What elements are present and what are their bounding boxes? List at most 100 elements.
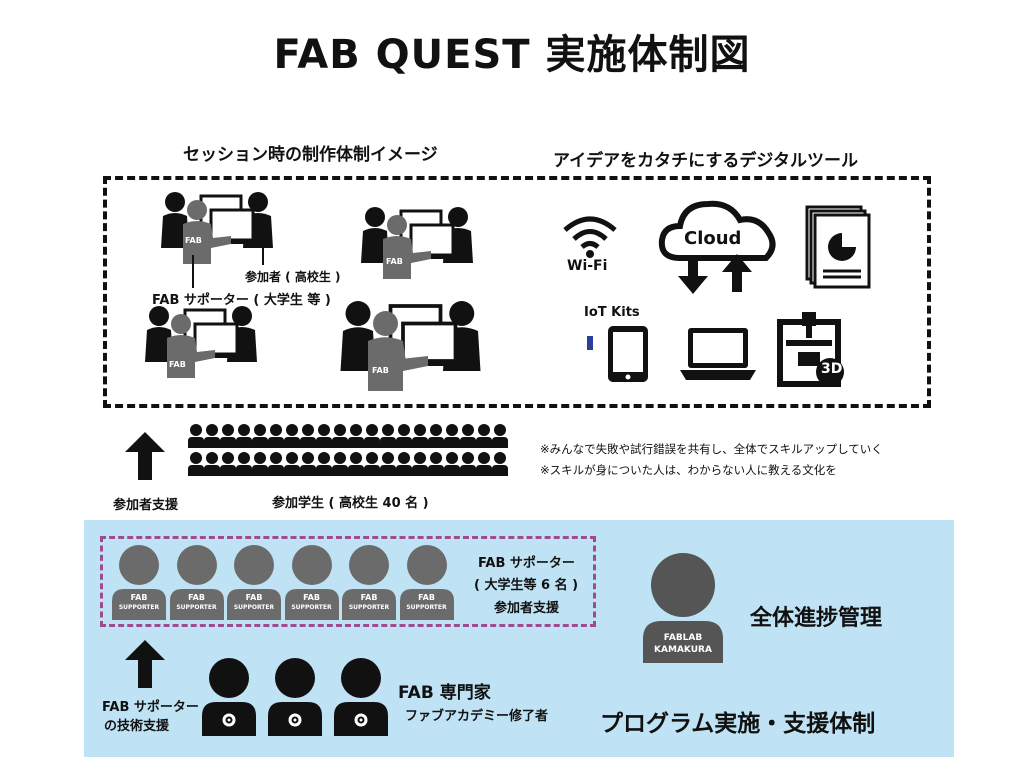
student-person-icon	[412, 452, 428, 476]
up-arrow-icon	[125, 432, 165, 480]
supporter-badge-bottom: SUPPORTER	[176, 604, 217, 611]
student-person-icon	[476, 452, 492, 476]
up-arrow-icon	[125, 640, 165, 688]
student-person-icon	[380, 452, 396, 476]
fab-badge: FAB	[386, 257, 403, 266]
fablab-person-icon	[643, 553, 723, 663]
student-person-icon	[428, 424, 444, 448]
student-person-icon	[412, 424, 428, 448]
expert-subtitle: ファブアカデミー修了者	[405, 709, 549, 724]
supporter-row: FAB SUPPORTER FAB SUPPORTER FAB SUPPORTER FAB S…	[112, 545, 454, 620]
wifi-label: Wi-Fi	[567, 258, 608, 274]
student-person-icon	[444, 452, 460, 476]
iot-kit-icon	[587, 336, 593, 350]
tablet-icon	[608, 326, 648, 382]
note-2: ※スキルが身についた人は、わからない人に教える文化を	[540, 463, 837, 477]
student-person-icon	[332, 452, 348, 476]
iot-label: IoT Kits	[584, 305, 640, 320]
supporter-badge-top: FAB	[418, 593, 435, 602]
student-crowd	[188, 424, 508, 476]
student-person-icon	[444, 424, 460, 448]
student-person-icon	[236, 424, 252, 448]
student-person-icon	[220, 424, 236, 448]
fab-badge: FAB	[372, 366, 389, 375]
student-person-icon	[284, 424, 300, 448]
student-person-icon	[252, 452, 268, 476]
laptop-icon	[680, 328, 756, 380]
student-person-icon	[492, 452, 508, 476]
document-icon	[805, 205, 871, 289]
session-heading: セッション時の制作体制イメージ	[183, 145, 438, 165]
student-person-icon	[316, 452, 332, 476]
expert-support-label-1: FAB サポーター	[102, 700, 199, 715]
student-person-icon	[348, 424, 364, 448]
supporter-badge-bottom: SUPPORTER	[233, 604, 275, 611]
student-person-icon	[252, 424, 268, 448]
supporter-badge-bottom: SUPPORTER	[348, 604, 390, 611]
supporter-badge-bottom: SUPPORTER	[118, 604, 160, 611]
student-person-icon	[204, 452, 220, 476]
student-person-icon	[492, 424, 508, 448]
fablab-badge-line-1: FABLAB	[663, 633, 703, 643]
fab-badge: FAB	[169, 360, 186, 369]
fablab-role: 全体進捗管理	[750, 606, 883, 631]
student-person-icon	[236, 452, 252, 476]
participant-label: 参加者 ( 高校生 )	[245, 270, 341, 284]
supporter-person-icon: FAB SUPPORTER	[342, 545, 396, 620]
expert-row	[200, 658, 400, 738]
student-person-icon	[188, 424, 204, 448]
3d-printer-icon	[777, 312, 844, 387]
student-person-icon	[284, 452, 300, 476]
supporter-person-icon: FAB SUPPORTER	[284, 545, 339, 620]
student-person-icon	[460, 424, 476, 448]
student-person-icon	[428, 452, 444, 476]
expert-title: FAB 専門家	[398, 683, 491, 703]
student-person-icon	[188, 452, 204, 476]
student-person-icon	[300, 452, 316, 476]
student-person-icon	[380, 424, 396, 448]
expert-person-icon	[266, 658, 324, 736]
tools-heading: アイデアをカタチにするデジタルツール	[553, 151, 858, 171]
participant-support-label: 参加者支援	[113, 498, 179, 513]
cloud-icon	[658, 200, 776, 294]
fab-badge: FAB	[185, 236, 202, 245]
supporter-person-icon: FAB SUPPORTER	[227, 545, 281, 620]
student-person-icon	[300, 424, 316, 448]
student-person-icon	[332, 424, 348, 448]
expert-person-icon	[332, 658, 390, 736]
student-person-icon	[364, 424, 380, 448]
3d-badge: 3D	[821, 361, 843, 377]
student-person-icon	[396, 424, 412, 448]
students-label: 参加学生 ( 高校生 40 名 )	[272, 496, 429, 511]
student-person-icon	[364, 452, 380, 476]
session-box	[103, 176, 931, 408]
fablab-badge: FABLAB KAMAKURA	[643, 632, 723, 656]
student-person-icon	[476, 424, 492, 448]
student-person-icon	[268, 424, 284, 448]
supporter-person-icon: FAB SUPPORTER	[399, 545, 454, 620]
supporter-badge-top: FAB	[303, 593, 320, 602]
supporter-badge-top: FAB	[245, 593, 263, 602]
student-person-icon	[348, 452, 364, 476]
student-person-icon	[220, 452, 236, 476]
supporter-group-label-3: 参加者支援	[494, 601, 560, 616]
supporter-group-label-1: FAB サポーター	[478, 556, 575, 571]
supporter-badge-top: FAB	[360, 593, 378, 602]
program-label: プログラム実施・支援体制	[600, 711, 876, 737]
note-1: ※みんなで失敗や試行錯誤を共有し、全体でスキルアップしていく	[540, 442, 883, 456]
student-person-icon	[204, 424, 220, 448]
supporter-group-label-2: ( 大学生等 6 名 )	[474, 578, 579, 593]
supporter-label: FAB サポーター ( 大学生 等 )	[152, 293, 331, 308]
expert-support-label-2: の技術支援	[104, 719, 170, 734]
supporter-group-box	[100, 536, 596, 627]
student-person-icon	[268, 452, 284, 476]
fablab-badge-line-2: KAMAKURA	[654, 645, 712, 655]
student-person-icon	[460, 452, 476, 476]
page-title: FAB QUEST 実施体制図	[273, 32, 751, 78]
supporter-badge-bottom: SUPPORTER	[291, 604, 332, 611]
cloud-label: Cloud	[684, 228, 742, 249]
supporter-badge-bottom: SUPPORTER	[406, 604, 447, 611]
